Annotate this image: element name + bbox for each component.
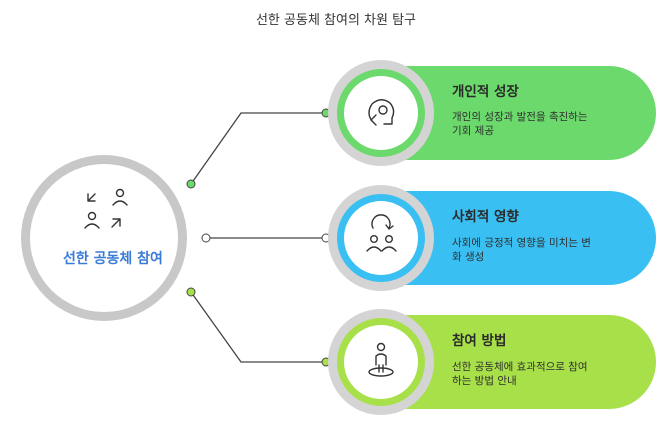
card-desc-social-impact: 사회에 긍정적 영향을 미치는 변 화 생성 bbox=[452, 236, 627, 264]
card-desc-line: 기회 제공 bbox=[452, 125, 494, 137]
card-title-personal-growth: 개인적 성장 bbox=[452, 84, 519, 100]
card-desc-line: 화 생성 bbox=[452, 251, 485, 263]
group-cycle-icon bbox=[366, 214, 397, 252]
card-desc-participation-method: 선한 공동체에 효과적으로 참여 하는 방법 안내 bbox=[452, 360, 627, 388]
dot-hub-middle bbox=[201, 233, 211, 243]
dot-hub-top bbox=[186, 179, 196, 189]
connectors bbox=[190, 112, 326, 363]
person-target-icon bbox=[368, 342, 394, 377]
card-title-participation-method: 참여 방법 bbox=[452, 333, 507, 349]
card-title-social-impact: 사회적 영향 bbox=[452, 209, 519, 225]
card-desc-line: 개인의 성장과 발전을 촉진하는 bbox=[452, 111, 588, 123]
head-growth-icon bbox=[368, 99, 395, 126]
card-desc-line: 선한 공동체에 효과적으로 참여 bbox=[452, 361, 588, 373]
card-desc-personal-growth: 개인의 성장과 발전을 촉진하는 기회 제공 bbox=[452, 110, 627, 138]
card-desc-line: 사회에 긍정적 영향을 미치는 변 bbox=[452, 237, 591, 249]
connector-top bbox=[190, 112, 326, 185]
card-personal-growth bbox=[328, 60, 656, 166]
connector-bottom bbox=[190, 291, 326, 363]
card-social-impact bbox=[328, 185, 656, 291]
page-title: 선한 공동체 참여의 차원 탐구 bbox=[255, 13, 417, 28]
people-exchange-icon bbox=[84, 188, 128, 229]
dot-hub-bottom bbox=[186, 287, 196, 297]
hub-label: 선한 공동체 참여 bbox=[63, 251, 163, 267]
card-desc-line: 하는 방법 안내 bbox=[452, 375, 517, 387]
card-participation-method bbox=[328, 309, 656, 415]
hub-node bbox=[21, 155, 187, 321]
